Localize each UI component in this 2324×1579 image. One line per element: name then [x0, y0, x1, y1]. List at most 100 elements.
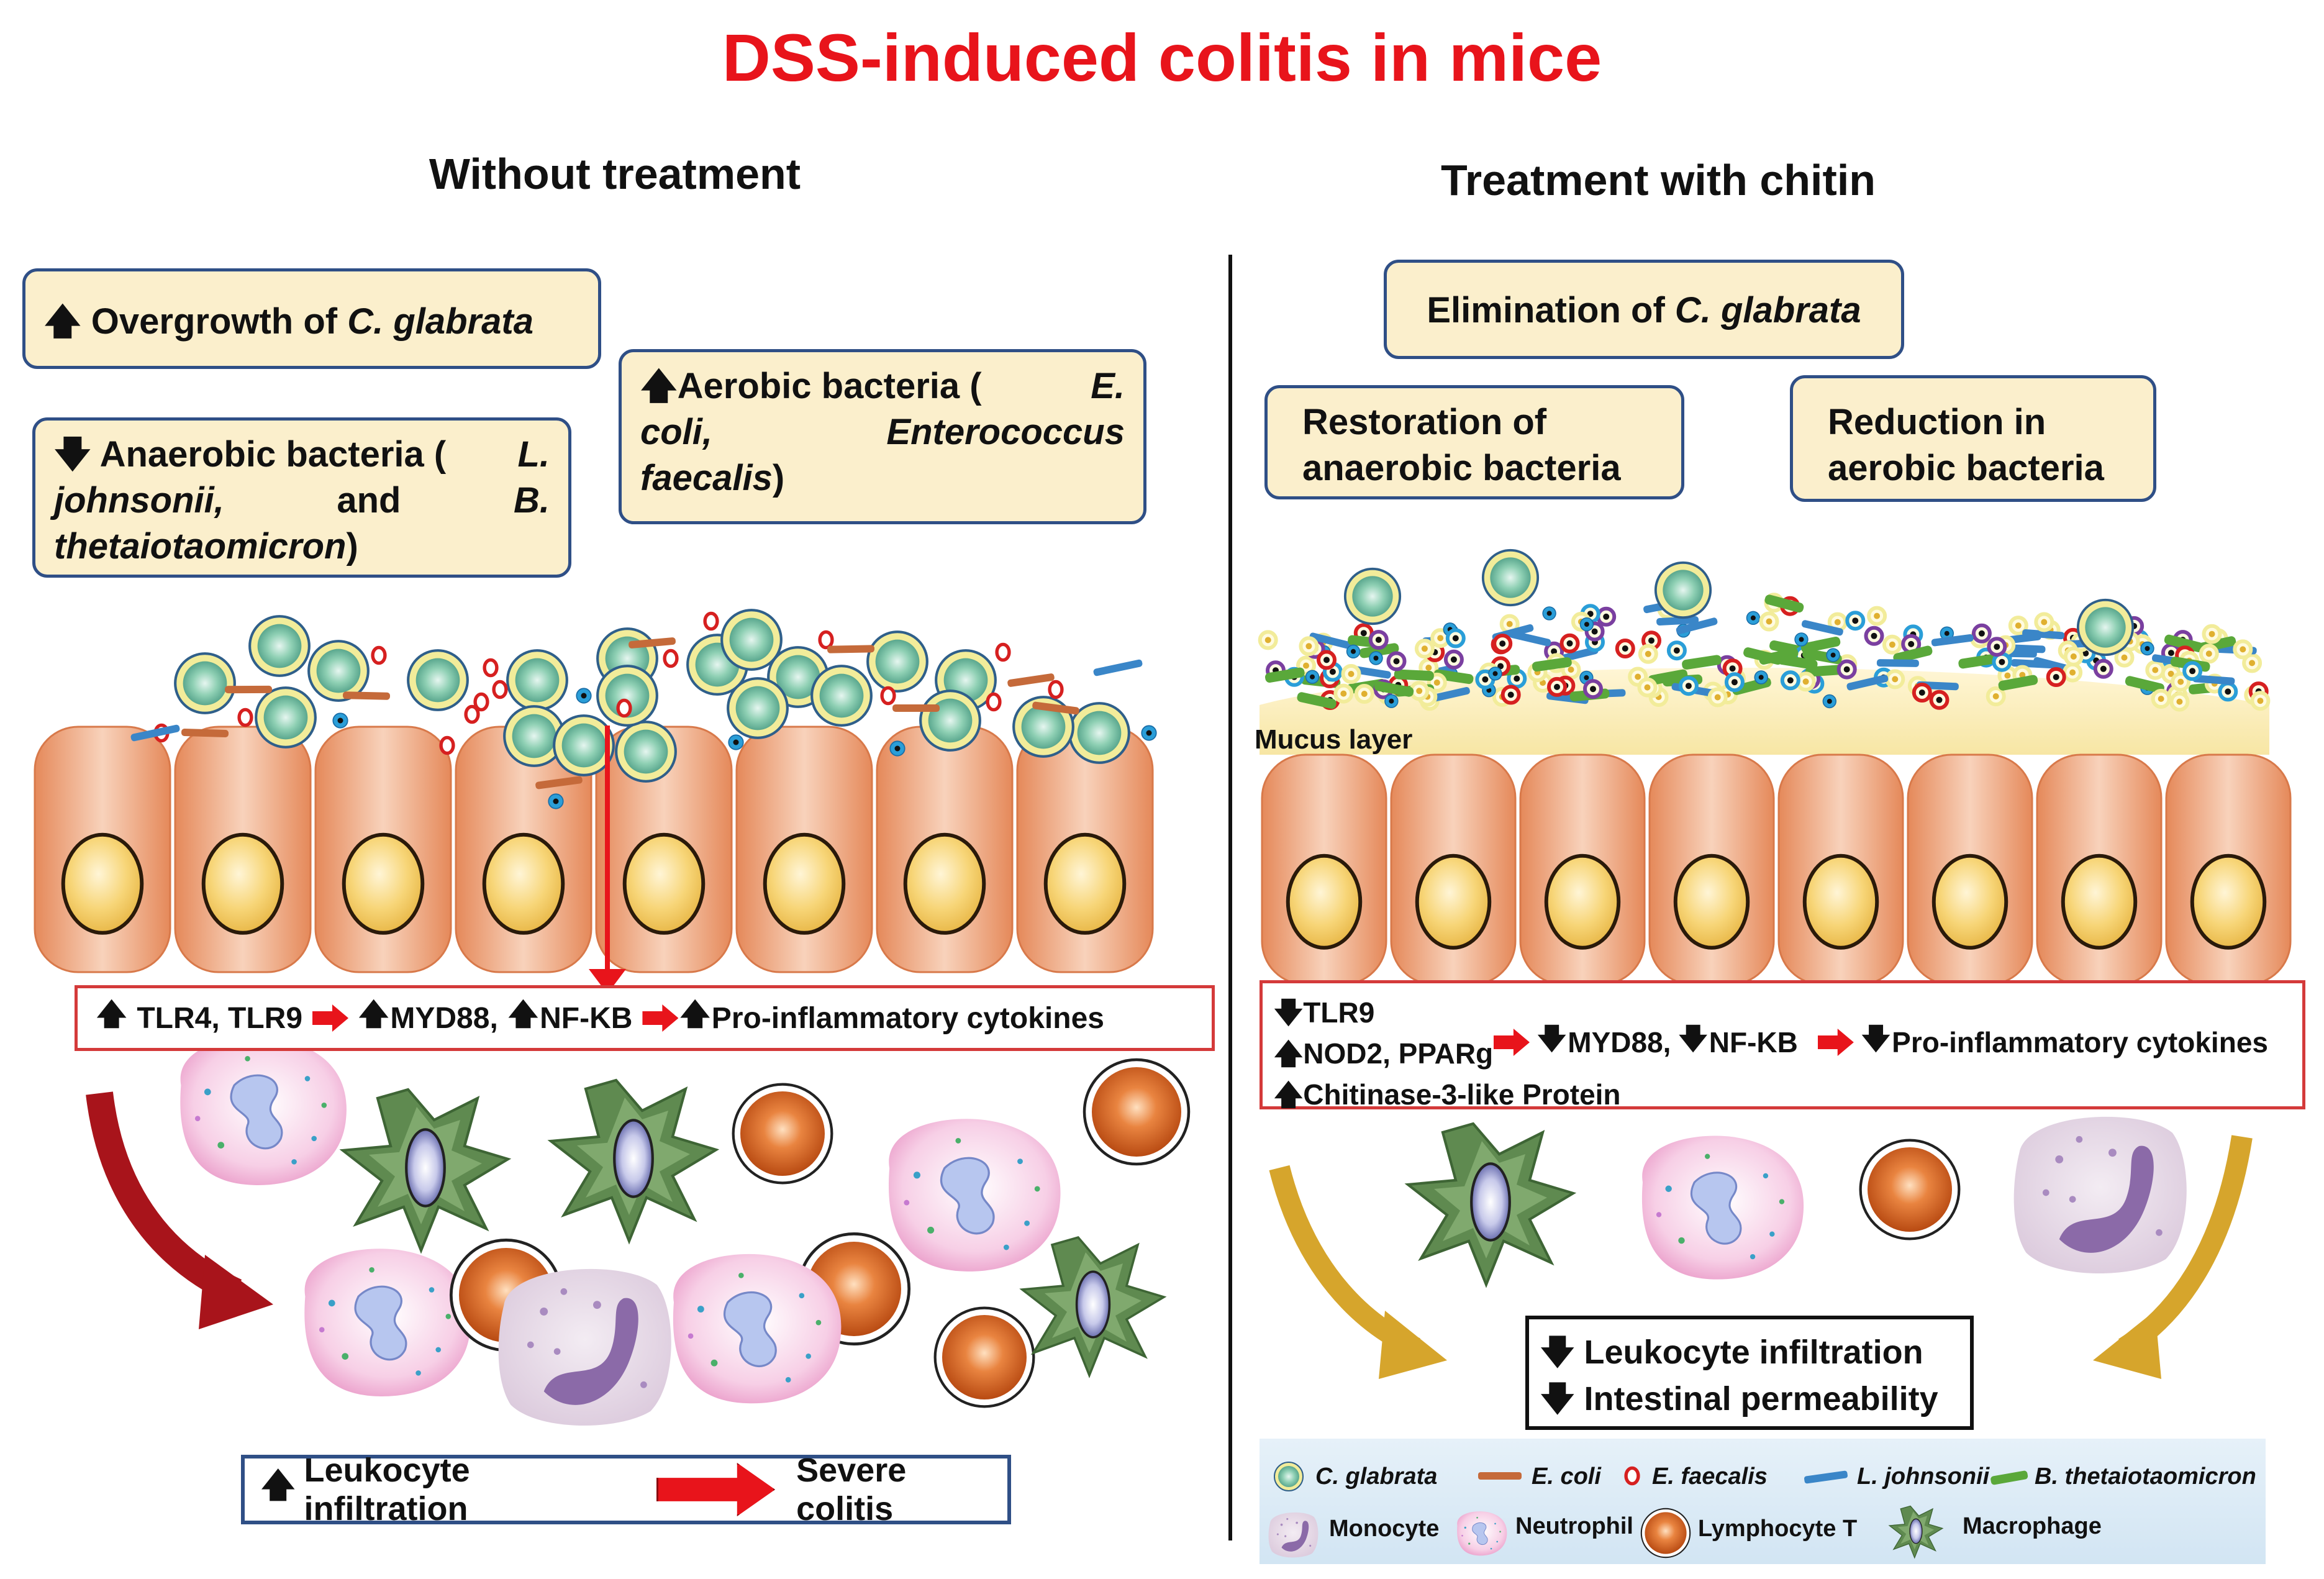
e-faecalis-icon — [882, 688, 894, 703]
bacterium-icon — [1141, 725, 1157, 741]
box-text: Elimination of — [1427, 290, 1675, 330]
right-epithelium — [1261, 753, 2292, 986]
red-block-arrow-icon — [312, 1004, 349, 1032]
e-coli-icon — [1032, 701, 1079, 715]
left-pathway-box: 🡅 TLR4, TLR9 🡅MYD88, 🡅NF-KB 🡅Pro-inflamm… — [75, 985, 1215, 1051]
left-bacteria — [130, 610, 1157, 809]
bacterium-icon — [1822, 694, 1836, 709]
bacterium-core — [1305, 643, 1312, 650]
e-faecalis-icon — [239, 709, 252, 725]
e-coli-icon — [1007, 673, 1055, 687]
b-theta-icon — [1374, 681, 1414, 697]
monocyte-icon — [498, 1268, 671, 1426]
pathway-line: 🡅NOD2, PPARg — [1274, 1033, 1493, 1081]
right-pathway-box: 🡇TLR9 🡅NOD2, PPARg 🡅Chitinase-3-like Pro… — [1260, 980, 2305, 1111]
bacterium-core — [2225, 688, 2231, 695]
box-text: Restoration of — [1302, 402, 1547, 442]
down-arrow-icon: 🡇 — [1540, 1380, 1575, 1417]
e-faecalis-icon — [475, 694, 488, 709]
box-text-italic: L. — [517, 434, 550, 475]
cell-nucleus — [2061, 853, 2138, 950]
e-faecalis-icon — [373, 647, 385, 663]
bacterium-icon — [1542, 606, 1556, 621]
b-theta-icon — [2164, 634, 2204, 652]
bacterium-core — [1994, 644, 2000, 650]
cell-nucleus — [1931, 853, 2009, 950]
aerobic-bacteria-box: 🡅Aerobic bacteria ( E. coli, Enterococcu… — [619, 349, 1146, 524]
bacterium-core — [1416, 688, 1423, 694]
bacterium-core — [2208, 630, 2215, 637]
bacterium-core — [1871, 632, 1877, 639]
bacterium-core — [2205, 650, 2212, 657]
l-johnsonii-icon — [1876, 659, 1919, 667]
e-coli-icon — [629, 637, 676, 648]
box-text-italic: thetaiotaomicron — [54, 526, 347, 567]
bacterium-core — [1766, 618, 1773, 625]
box-text: Aerobic bacteria ( — [677, 366, 982, 406]
e-coli-icon — [535, 776, 583, 790]
e-coli-icon — [892, 704, 940, 712]
bacterium-icon — [1826, 648, 1840, 662]
bacterium-core — [1591, 628, 1598, 635]
outcome-text: Severe colitis — [796, 1452, 907, 1527]
bacterium-core — [1918, 689, 1925, 696]
bacterium-core — [1714, 694, 1721, 701]
e-faecalis-icon — [1050, 681, 1062, 697]
cell-nucleus — [903, 832, 986, 935]
bacterium-core — [1507, 691, 1514, 698]
down-arrow-icon: 🡇 — [1274, 996, 1304, 1029]
bacterium-core — [1348, 671, 1355, 677]
legend-label: E. coli — [1532, 1463, 1601, 1490]
bacterium-core — [1645, 650, 1651, 657]
bacterium-core — [2152, 667, 2159, 673]
down-arrow-icon: 🡇 — [1678, 1022, 1708, 1055]
curved-arrowhead — [2093, 1311, 2161, 1379]
up-arrow-icon: 🡅 — [358, 998, 389, 1031]
e-coli-icon — [181, 728, 229, 738]
pathway-text: NF-KB — [1709, 1026, 1798, 1058]
c-glabrata-icon — [1481, 548, 1540, 607]
box-text-italic: coli, — [640, 412, 713, 453]
monocyte-icon — [2013, 1116, 2187, 1274]
box-text-italic: E. — [1091, 366, 1125, 406]
legend-label: Neutrophil — [1515, 1513, 1633, 1539]
right-bacteria — [1258, 548, 2271, 712]
legend-label: Monocyte — [1329, 1516, 1440, 1542]
pathway-text: NOD2, PPARg — [1303, 1037, 1494, 1070]
bacterium-icon — [1754, 670, 1768, 685]
lymphocyte-icon — [1084, 1060, 1189, 1164]
bacterium-core — [1437, 635, 1444, 642]
c-glabrata-icon — [175, 653, 235, 713]
bacterium-core — [1323, 657, 1330, 663]
b-theta-icon — [1777, 655, 1818, 670]
c-glabrata-icon — [920, 691, 980, 750]
b-theta-icon — [1532, 657, 1572, 672]
c-glabrata-icon — [868, 632, 927, 691]
bacterium-core — [1375, 637, 1382, 643]
bacterium-core — [2019, 671, 2026, 678]
box-text-italic: johnsonii, — [54, 480, 224, 521]
c-glabrata-icon — [554, 716, 614, 775]
red-block-arrow-icon — [656, 1463, 776, 1516]
up-arrow-icon: 🡅 — [261, 1467, 296, 1504]
c-glabrata-icon — [1343, 567, 1402, 626]
neutrophil-icon — [303, 1247, 472, 1398]
macrophage-icon — [1021, 1236, 1165, 1377]
legend-label: B. thetaiotaomicron — [2035, 1463, 2256, 1490]
c-glabrata-icon — [408, 650, 468, 710]
pathway-text: Pro-inflammatory cytokines — [1892, 1026, 2268, 1058]
bacterium-core — [1843, 666, 1850, 673]
b-theta-icon — [1433, 669, 1474, 685]
left-panel-heading: Without treatment — [429, 150, 801, 198]
down-arrow-icon: 🡇 — [1537, 1022, 1567, 1055]
bacterium-core — [1360, 630, 1367, 637]
box-text-italic: Enterococcus — [886, 412, 1125, 453]
bacterium-core — [2167, 670, 2174, 677]
anaerobic-bacteria-box: 🡇 Anaerobic bacteria ( L. johnsonii, and… — [32, 417, 571, 578]
b-theta-icon — [1743, 647, 1783, 665]
bacterium-core — [1264, 637, 1271, 644]
c-glabrata-icon — [2076, 598, 2135, 657]
l-johnsonii-icon — [130, 724, 180, 742]
l-johnsonii-icon — [1804, 1470, 1848, 1484]
